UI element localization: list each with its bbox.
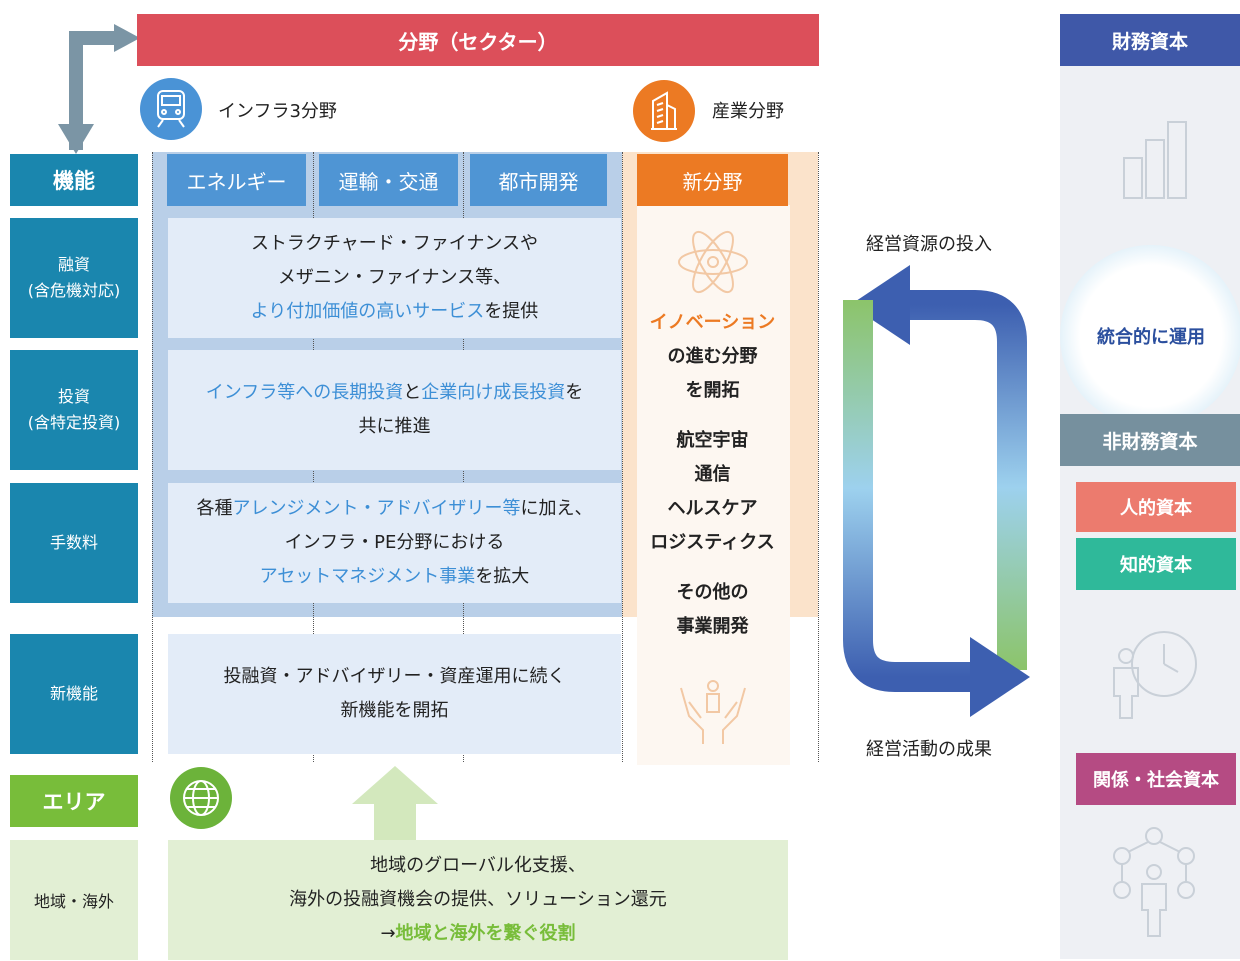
area-header: エリア xyxy=(10,775,138,827)
cycle-arrows xyxy=(843,265,1030,717)
highlight: より付加価値の高いサービス xyxy=(250,301,485,322)
guide-line xyxy=(152,152,153,762)
intellectual-capital: 知的資本 xyxy=(1076,538,1236,590)
text-part: に加え、 xyxy=(520,498,593,519)
non-financial-capital: 非財務資本 xyxy=(1060,414,1240,466)
investment-description: インフラ等への長期投資と企業向け成長投資を 共に推進 xyxy=(168,350,621,470)
fee-description: 各種アレンジメント・アドバイザリー等に加え、 インフラ・PE分野における アセッ… xyxy=(168,483,621,603)
human-capital: 人的資本 xyxy=(1076,482,1236,532)
function-new-label: 新機能 xyxy=(49,684,98,703)
column-energy: エネルギー xyxy=(167,154,306,206)
function-fee: 手数料 xyxy=(10,483,138,603)
column-transport: 運輸・交通 xyxy=(319,154,458,206)
text-line: の進む分野 xyxy=(667,346,758,367)
text-line: 各種アレンジメント・アドバイザリー等に加え、 xyxy=(197,492,593,526)
text-line: アセットマネジメント事業を拡大 xyxy=(260,560,530,594)
text-line: 事業開発 xyxy=(676,616,749,637)
text-part: と xyxy=(403,382,422,403)
text-line: →地域と海外を繋ぐ役割 xyxy=(380,917,575,951)
arrow-glyph: → xyxy=(380,923,396,944)
text-part: を xyxy=(565,382,584,403)
newfield-item: ロジスティクス xyxy=(650,532,775,553)
text-line: メザニン・ファイナンス等、 xyxy=(277,267,512,288)
column-newfield: 新分野 xyxy=(637,154,788,206)
guide-line xyxy=(818,152,819,762)
industry-label: 産業分野 xyxy=(712,101,784,122)
integrated-circle: 統合的に運用 xyxy=(1060,245,1240,427)
function-new: 新機能 xyxy=(10,634,138,754)
text-line: 新機能を開拓 xyxy=(340,700,449,721)
area-description: 地域のグローバル化支援、 海外の投融資機会の提供、ソリューション還元 →地域と海… xyxy=(168,840,788,960)
text-line: を開拓 xyxy=(685,380,740,401)
hands-person-icon xyxy=(675,672,751,752)
highlight: 地域と海外を繋ぐ役割 xyxy=(395,923,576,944)
function-investment-label: 投資 (含特定投資) xyxy=(27,387,121,432)
loan-description: ストラクチャード・ファイナンスや メザニン・ファイナンス等、 より付加価値の高い… xyxy=(168,218,621,338)
function-loan: 融資 (含危機対応) xyxy=(10,218,138,338)
globe-icon xyxy=(170,767,232,829)
text-line: 共に推進 xyxy=(358,416,431,437)
network-people-icon xyxy=(1112,826,1196,942)
social-capital: 関係・社会資本 xyxy=(1076,753,1236,805)
highlight: アレンジメント・アドバイザリー等 xyxy=(232,498,521,519)
text-line: 海外の投融資機会の提供、ソリューション還元 xyxy=(289,889,667,910)
loop-arrow xyxy=(58,24,140,154)
text-line: インフラ・PE分野における xyxy=(284,532,505,553)
integrated-label: 統合的に運用 xyxy=(1097,327,1205,348)
bar-chart-icon xyxy=(1122,118,1188,204)
clock-person-icon xyxy=(1108,628,1200,724)
newfield-description: イノベーション の進む分野 を開拓 航空宇宙 通信 ヘルスケア ロジスティクス … xyxy=(637,306,788,644)
building-icon xyxy=(633,80,695,142)
function-investment: 投資 (含特定投資) xyxy=(10,350,138,470)
highlight: 企業向け成長投資 xyxy=(421,382,566,403)
functions-header: 機能 xyxy=(10,154,138,206)
financial-capital: 財務資本 xyxy=(1060,14,1240,66)
column-urban: 都市開発 xyxy=(470,154,607,206)
text-line: ストラクチャード・ファイナンスや xyxy=(250,233,539,254)
text-part: を提供 xyxy=(484,301,539,322)
atom-icon xyxy=(675,224,751,304)
function-fee-label: 手数料 xyxy=(49,533,98,552)
guide-line xyxy=(622,152,623,762)
innovation-text: イノベーション xyxy=(649,312,776,333)
sector-title: 分野（セクター） xyxy=(137,14,819,66)
newfield-item: 航空宇宙 xyxy=(676,430,749,451)
area-label: 地域・海外 xyxy=(10,840,138,960)
text-line: 投融資・アドバイザリー・資産運用に続く xyxy=(223,666,566,687)
highlight: アセットマネジメント事業 xyxy=(259,566,476,587)
text-line: その他の xyxy=(676,582,749,603)
text-part: を拡大 xyxy=(475,566,530,587)
infra-label: インフラ3分野 xyxy=(218,101,337,122)
newfield-column-inner xyxy=(637,205,790,765)
newfield-item: ヘルスケア xyxy=(667,498,758,519)
new-function-description: 投融資・アドバイザリー・資産運用に続く 新機能を開拓 xyxy=(168,634,621,754)
cycle-top-label: 経営資源の投入 xyxy=(866,234,992,255)
text-line: より付加価値の高いサービスを提供 xyxy=(251,295,539,329)
text-part: 各種 xyxy=(196,498,233,519)
train-icon xyxy=(140,78,202,140)
up-arrow xyxy=(352,766,438,842)
highlight: インフラ等への長期投資 xyxy=(205,382,404,403)
text-line: 地域のグローバル化支援、 xyxy=(370,855,586,876)
cycle-bottom-label: 経営活動の成果 xyxy=(866,739,992,760)
text-line: インフラ等への長期投資と企業向け成長投資を xyxy=(206,376,583,410)
function-loan-label: 融資 (含危機対応) xyxy=(27,255,121,300)
newfield-item: 通信 xyxy=(694,464,731,485)
